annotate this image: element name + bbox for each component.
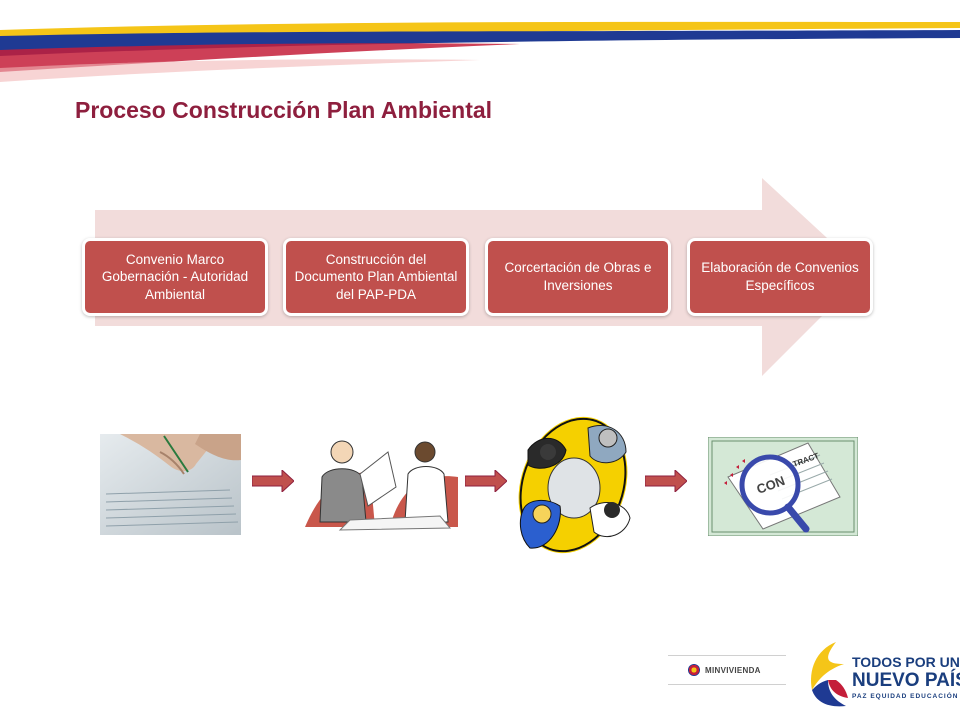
connector-arrow-2 <box>465 470 507 492</box>
step-4-box: Elaboración de Convenios Específicos <box>687 238 873 316</box>
page-title: Proceso Construcción Plan Ambiental <box>75 97 493 123</box>
flag-stripe-red <box>0 43 520 72</box>
ministry-name: MINVIVIENDA <box>705 665 761 675</box>
connector-arrow-3 <box>645 470 687 492</box>
flag-stripe-yellow <box>0 21 960 44</box>
slogan-line-3: PAZ EQUIDAD EDUCACIÓN <box>852 693 959 700</box>
flag-band-decoration <box>0 21 960 82</box>
process-arrow-background <box>95 178 865 376</box>
connector-arrow-1 <box>252 470 294 492</box>
todos-por-un-nuevo-pais-logo: TODOS POR UN NUEVO PAÍS PAZ EQUIDAD EDUC… <box>806 640 960 710</box>
minvivienda-logo: MINVIVIENDA <box>668 655 786 685</box>
step-3-box: Corcertación de Obras e Inversiones <box>485 238 671 316</box>
slogan-line-2: NUEVO PAÍS <box>852 670 960 691</box>
colombia-seal-icon <box>688 664 700 676</box>
step-2-box: Construcción del Documento Plan Ambienta… <box>283 238 469 316</box>
signing-document-photo <box>100 434 241 535</box>
flag-stripe-pink <box>0 59 480 82</box>
step-1-box: Convenio Marco Gobernación - Autoridad A… <box>82 238 268 316</box>
contract-magnifier-clipart: TRACT CON <box>708 437 858 536</box>
team-table-clipart <box>518 416 631 554</box>
brand-swoosh-icon <box>811 642 848 707</box>
process-flow: Convenio Marco Gobernación - Autoridad A… <box>0 170 960 390</box>
business-meeting-clipart <box>305 440 458 531</box>
slogan-line-1: TODOS POR UN <box>852 654 960 670</box>
flag-stripe-blue <box>0 30 960 56</box>
